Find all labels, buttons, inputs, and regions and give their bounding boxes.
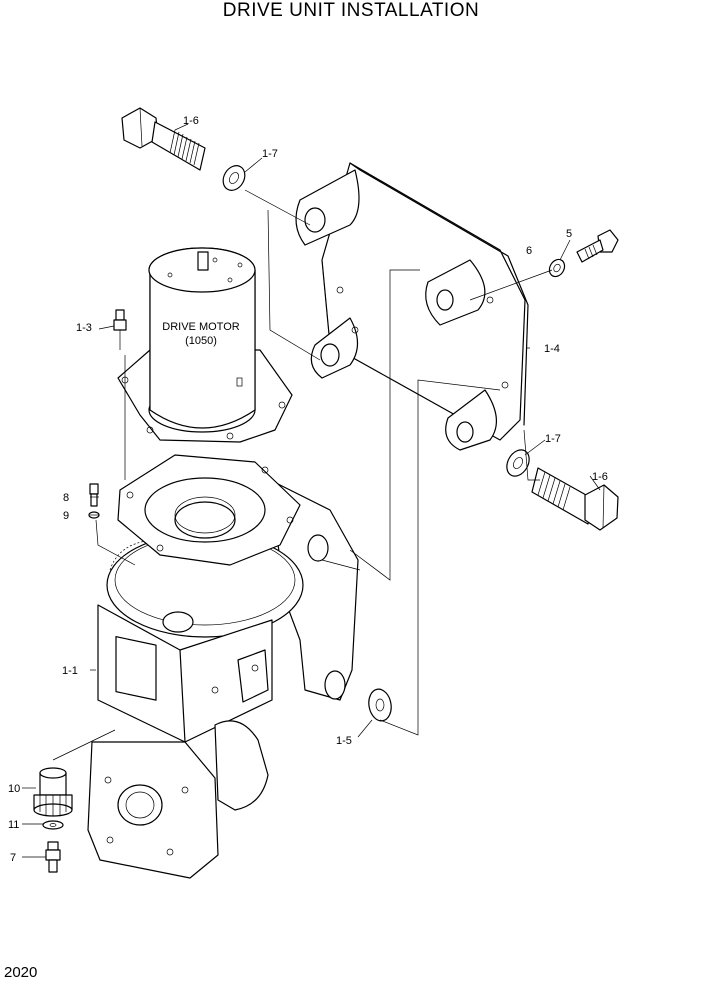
callout-labels: 1-6 1-7 5 6 1-3 1-4 1-7 1-6 8 9 1-1 1-5 … <box>8 115 608 864</box>
callout-5: 5 <box>566 228 572 240</box>
callout-8: 8 <box>63 492 69 504</box>
assembly-center-lines <box>22 123 601 858</box>
callout-9: 9 <box>63 510 69 522</box>
callout-1-6-top: 1-6 <box>183 115 199 127</box>
callout-10: 10 <box>8 783 20 795</box>
bolt-1-6-right <box>531 467 619 531</box>
callout-1-5: 1-5 <box>336 735 352 747</box>
screw-7 <box>45 841 61 873</box>
washer-1-5 <box>368 688 392 722</box>
diagram-title: DRIVE UNIT INSTALLATION <box>222 0 480 21</box>
drive-motor: DRIVE MOTOR (1050) <box>117 247 293 443</box>
page-number: 2020 <box>4 964 38 981</box>
callout-1-1: 1-1 <box>62 665 78 677</box>
pinion-gear-10 <box>33 767 73 817</box>
callout-1-4: 1-4 <box>544 343 560 355</box>
washer-1-7-right <box>506 449 530 477</box>
drive-unit-body <box>87 454 359 879</box>
washer-11 <box>42 820 64 830</box>
callout-1-7-top: 1-7 <box>262 148 278 160</box>
callout-6: 6 <box>526 245 532 257</box>
callout-1-7-right: 1-7 <box>545 433 561 445</box>
mounting-bracket-plate <box>295 162 529 451</box>
motor-label-part-number: (1050) <box>185 335 217 347</box>
callout-1-3: 1-3 <box>76 322 92 334</box>
callout-11: 11 <box>8 819 19 831</box>
screw-8 <box>89 483 99 507</box>
bolt-1-3 <box>113 309 127 350</box>
bolt-5 <box>576 229 619 263</box>
bolt-1-6-top <box>121 107 206 171</box>
lock-washer-6 <box>548 258 566 278</box>
callout-1-6-right: 1-6 <box>592 471 608 483</box>
washer-1-7-top <box>222 165 246 191</box>
motor-label-name: DRIVE MOTOR <box>162 321 239 333</box>
callout-7: 7 <box>10 852 16 864</box>
